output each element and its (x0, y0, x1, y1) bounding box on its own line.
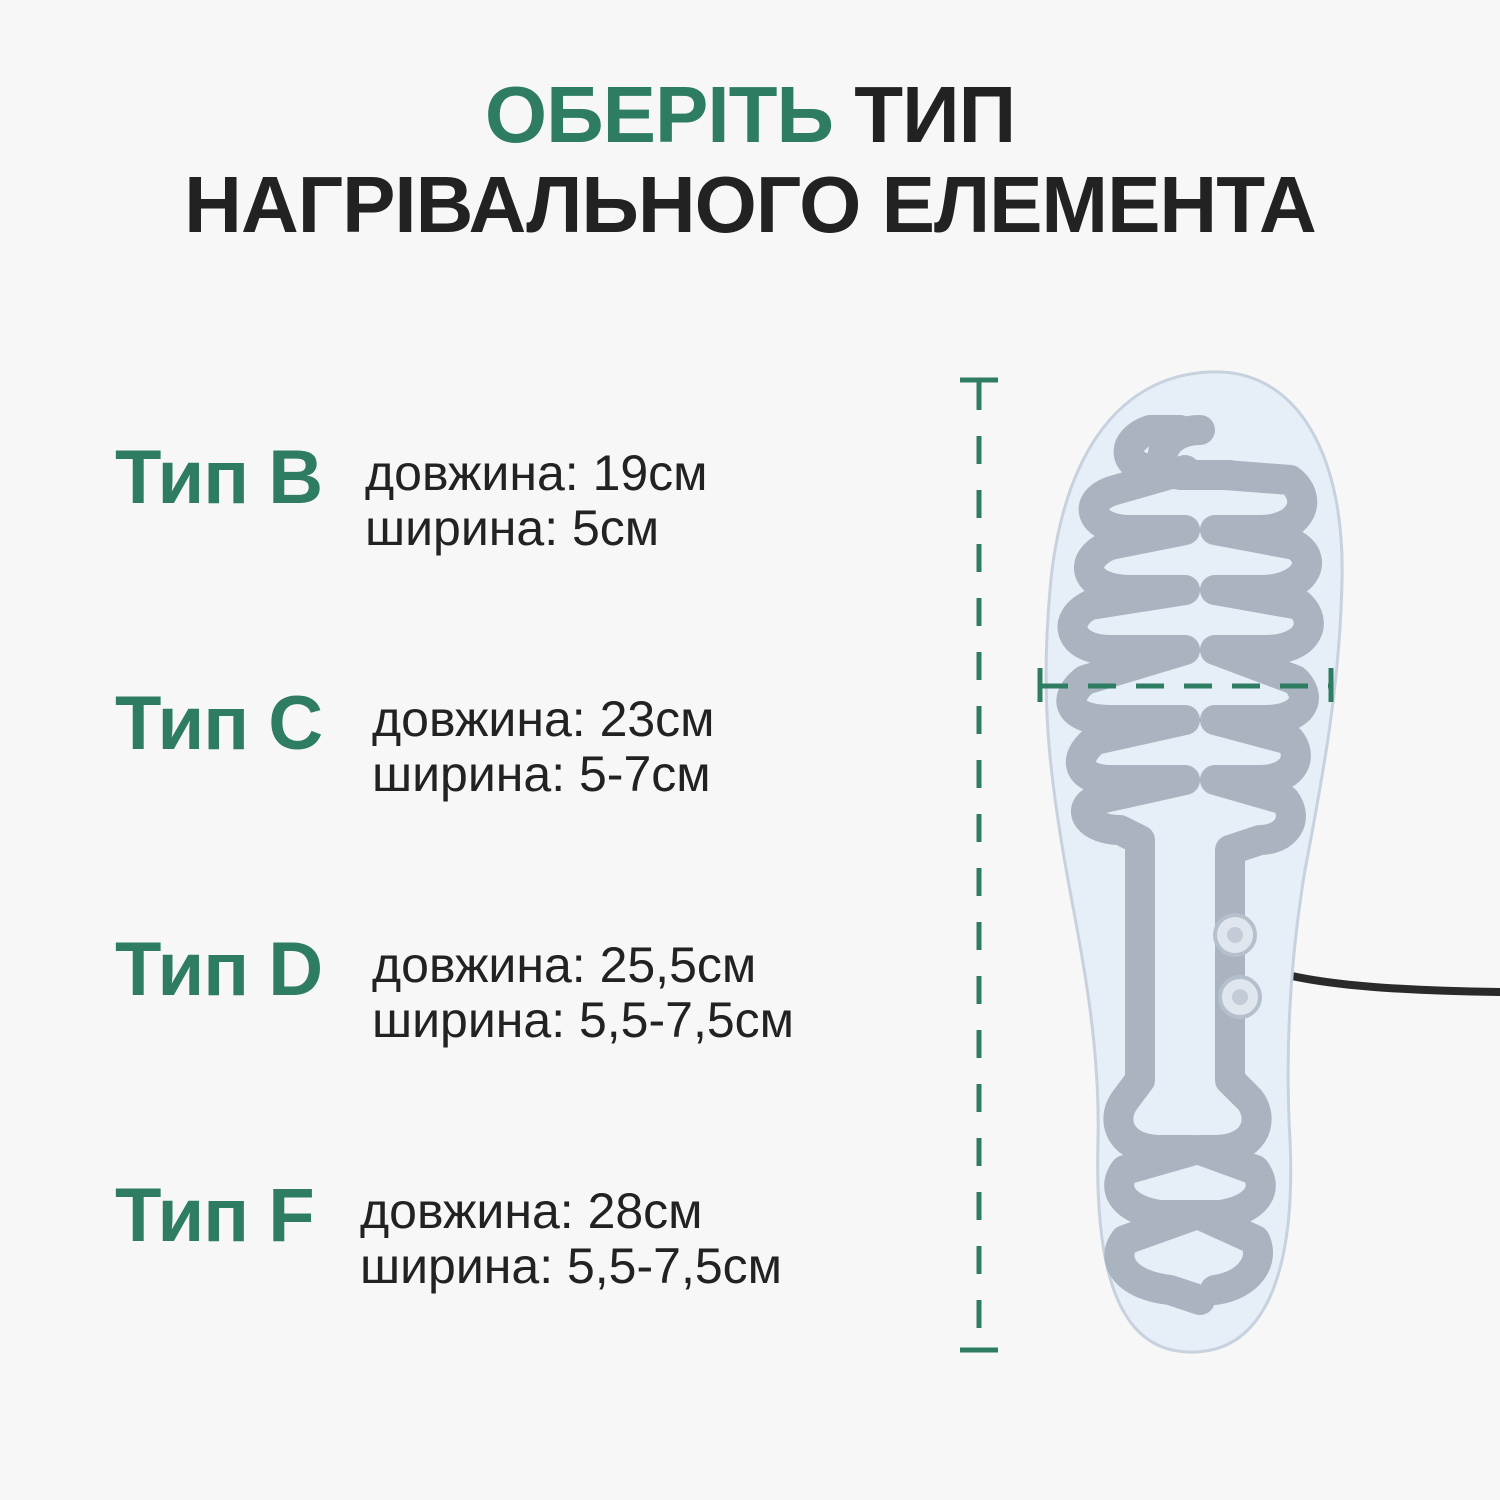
dashed-horizontal-dimension-line (1037, 668, 1334, 702)
type-length: довжина: 25,5см (372, 937, 757, 993)
type-width: ширина: 5см (365, 500, 660, 556)
type-dimensions: довжина: 19см ширина: 5см (365, 446, 708, 556)
type-label: Тип B (115, 435, 323, 520)
title-rest: ТИП (854, 70, 1016, 159)
type-list: Тип B довжина: 19см ширина: 5см Тип C до… (115, 440, 794, 1294)
heating-element-trace (1056, 415, 1324, 1315)
type-label: Тип D (115, 927, 323, 1012)
type-dimensions: довжина: 28см ширина: 5,5-7,5см (360, 1184, 782, 1294)
title-accent: ОБЕРІТЬ (484, 70, 834, 159)
dashed-vertical-dimension-line (960, 377, 998, 1353)
heated-insole-image (1044, 370, 1500, 1354)
cable-icon (1266, 966, 1500, 996)
type-width: ширина: 5-7см (372, 746, 711, 802)
type-item-b[interactable]: Тип B довжина: 19см ширина: 5см (115, 440, 995, 570)
type-item-f[interactable]: Тип F довжина: 28см ширина: 5,5-7,5см (115, 1178, 995, 1308)
type-label: Тип F (115, 1173, 315, 1258)
type-length: довжина: 19см (365, 445, 708, 501)
type-width: ширина: 5,5-7,5см (372, 992, 795, 1048)
type-label: Тип C (115, 681, 323, 766)
type-dimensions: довжина: 23см ширина: 5-7см (372, 692, 715, 802)
type-width: ширина: 5,5-7,5см (360, 1238, 783, 1294)
page-title: ОБЕРІТЬ ТИП НАГРІВАЛЬНОГО ЕЛЕМЕНТА (0, 70, 1500, 250)
type-length: довжина: 23см (372, 691, 715, 747)
title-line-2: НАГРІВАЛЬНОГО ЕЛЕМЕНТА (184, 160, 1317, 249)
type-length: довжина: 28см (360, 1183, 703, 1239)
type-dimensions: довжина: 25,5см ширина: 5,5-7,5см (372, 938, 794, 1048)
title-line-1: ОБЕРІТЬ ТИП (0, 70, 1500, 160)
type-item-c[interactable]: Тип C довжина: 23см ширина: 5-7см (115, 686, 995, 816)
insole-figure (960, 370, 1500, 1354)
type-item-d[interactable]: Тип D довжина: 25,5см ширина: 5,5-7,5см (115, 932, 995, 1062)
